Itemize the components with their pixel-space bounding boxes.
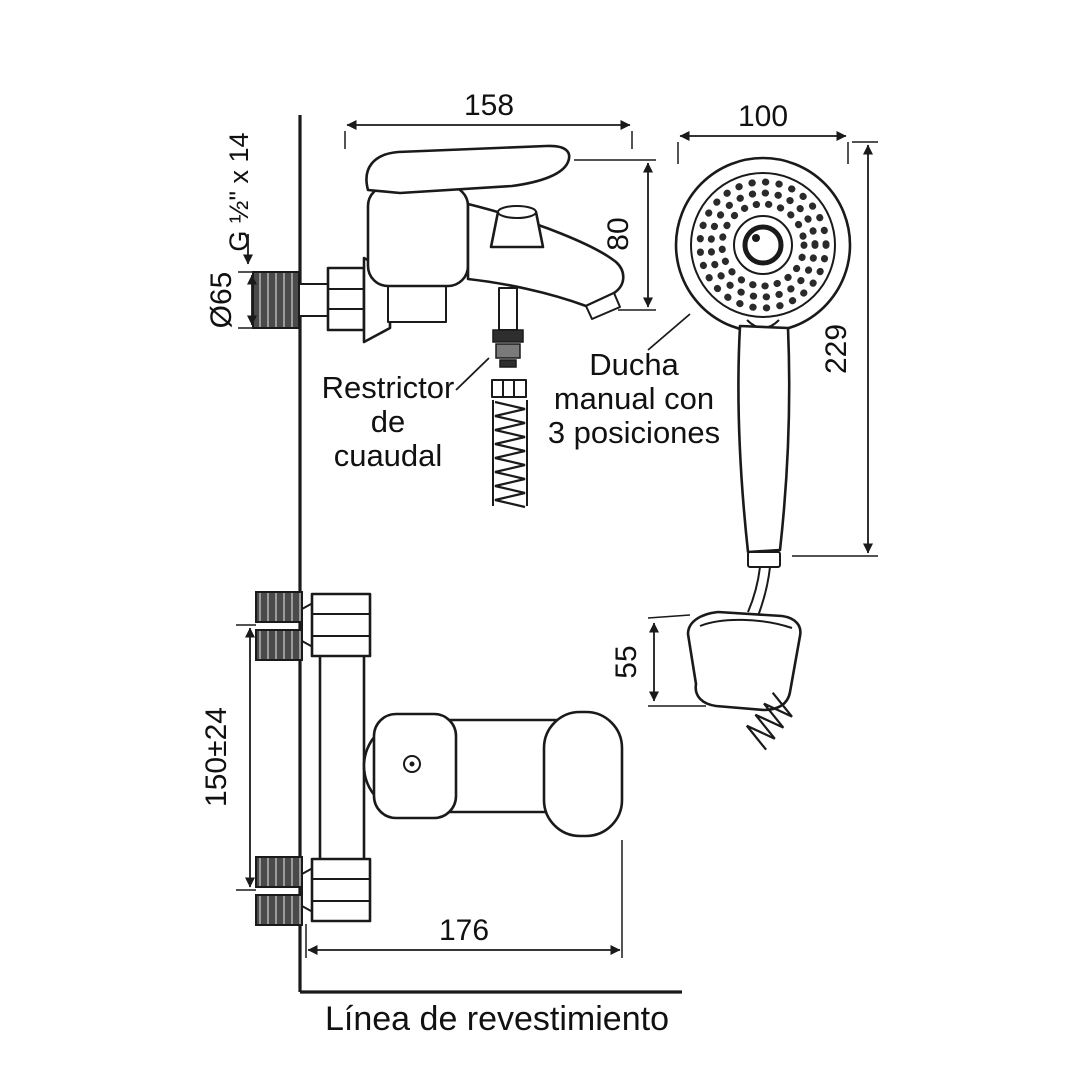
ducha-label-line2: manual con xyxy=(554,381,714,416)
holder-body xyxy=(686,610,802,712)
supply-pipe xyxy=(298,283,329,317)
dimension-thread: G ½" x 14 xyxy=(224,132,254,265)
dimension-80: 80 xyxy=(574,159,656,311)
supply-connection-top xyxy=(255,591,372,661)
mixer-handle xyxy=(365,144,571,195)
wall-line xyxy=(298,115,682,994)
dim-head-width: 100 xyxy=(738,100,788,133)
mixer-body xyxy=(366,184,470,288)
label-restrictor: Restrictor de cuaudal xyxy=(322,357,490,473)
dimension-229: 229 xyxy=(792,141,878,557)
restrictor-valve xyxy=(492,329,524,343)
holder-hose-coil xyxy=(745,691,793,751)
restrictor-label-line3: cuaudal xyxy=(334,438,443,473)
brand-logo-mark xyxy=(403,755,421,773)
dim-body-width: 176 xyxy=(439,914,489,947)
hose-nut xyxy=(491,379,527,398)
dim-supply-distance: 150±24 xyxy=(200,707,233,807)
outlet-nipple xyxy=(498,287,518,331)
spout-aerator xyxy=(585,292,621,320)
dim-spout-height: 80 xyxy=(602,217,635,250)
hand-shower xyxy=(674,156,852,617)
restrictor-label-line2: de xyxy=(371,404,405,439)
baseline-label: Línea de revestimiento xyxy=(325,1000,669,1038)
flexible-hose xyxy=(492,400,528,509)
label-ducha: Ducha manual con 3 posiciones xyxy=(548,313,720,450)
shower-hose-nut xyxy=(747,551,781,568)
front-view-mixer xyxy=(255,591,624,926)
dimension-65: Ø65 xyxy=(205,271,257,329)
baseline-text: Línea de revestimiento xyxy=(325,1000,669,1038)
spout xyxy=(466,202,625,308)
shower-handle xyxy=(737,324,791,554)
dimension-150: 150±24 xyxy=(200,624,256,891)
ducha-label-line3: 3 posiciones xyxy=(548,415,720,450)
dim-thread-spec: G ½" x 14 xyxy=(224,132,254,251)
front-plate xyxy=(372,712,458,820)
front-handle xyxy=(542,710,624,838)
shower-holder xyxy=(686,610,802,751)
restrictor-label-line1: Restrictor xyxy=(322,370,455,405)
supply-connection-bottom xyxy=(255,856,372,926)
dimension-176: 176 xyxy=(305,840,623,958)
dim-holder-height: 55 xyxy=(610,645,643,678)
spray-nozzles-ring xyxy=(696,178,830,312)
knurled-fitting xyxy=(252,271,300,329)
dimension-100: 100 xyxy=(677,100,849,164)
dim-faucet-depth: 158 xyxy=(464,89,514,122)
side-view-mixer xyxy=(252,144,625,509)
dimension-158: 158 xyxy=(344,89,633,149)
dimension-55: 55 xyxy=(610,614,706,707)
dim-shower-height: 229 xyxy=(820,324,853,374)
ducha-label-line1: Ducha xyxy=(589,347,679,382)
hex-nut xyxy=(326,266,366,332)
dim-escutcheon-diameter: Ø65 xyxy=(205,272,238,329)
